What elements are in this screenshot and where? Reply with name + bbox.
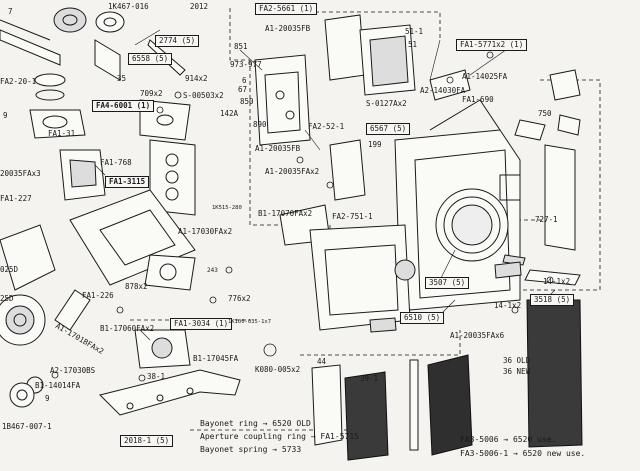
left-board-assemblies — [0, 139, 196, 408]
top-left-parts — [0, 7, 191, 141]
label-3518: 3518 (5) — [530, 294, 575, 306]
label-3507: 3507 (5) — [425, 277, 470, 289]
label-750: 750 — [538, 109, 552, 118]
label-fa2-52-1: FA2-52-1 — [308, 122, 345, 131]
label-51: 51 — [408, 40, 418, 49]
note-aperture-coupling-ring: Aperture coupling ring → FA1-5715 — [200, 432, 359, 441]
label-14-1x2-a: 14-1x2 — [543, 277, 571, 286]
label-fa2-5661: FA2-5661 (1) — [255, 3, 318, 15]
note-part-code: 6520 OLD — [272, 419, 311, 428]
label-727-1: 727-1 — [535, 215, 558, 224]
label-44: 44 — [317, 357, 327, 366]
label-fa2-751-1: FA2-751-1 — [332, 212, 373, 221]
label-20035fax3: 20035FAx3 — [0, 169, 41, 178]
note-part-code: FA1-5715 — [320, 432, 359, 441]
label-2018-1: 2018-1 (5) — [120, 435, 174, 447]
label-7: 7 — [8, 7, 13, 16]
note-bayonet-spring: Bayonet spring → 5733 — [200, 445, 302, 454]
label-a2-14030fa: A2-14030FA — [420, 86, 466, 95]
label-a1-20035fb-mid: A1-20035FB — [255, 144, 301, 153]
screws — [51, 51, 554, 382]
bayonet-lever — [99, 369, 241, 416]
label-38-1: 38-1 — [147, 372, 166, 381]
label-851: 851 — [234, 42, 248, 51]
note-part-name: FA3-5006-1 — [460, 449, 509, 458]
label-973-977: 973-977 — [230, 60, 262, 69]
label-890: 890 — [253, 120, 267, 129]
label-142a: 142A — [220, 109, 239, 118]
note-part-code: 6520 new use. — [522, 449, 586, 458]
label-b1-14014fa: B1-14014FA — [35, 381, 81, 390]
label-9b: 9 — [3, 111, 8, 120]
label-a2-17030bs: A2-17030BS — [50, 366, 96, 375]
camera-body — [309, 69, 521, 331]
label-1k100: 1K100-035-1x7 — [228, 319, 272, 325]
label-1k467-016: 1K467-016 — [108, 2, 149, 11]
label-67: 67 — [238, 85, 248, 94]
note-part-code: 6520 use. — [512, 435, 557, 444]
label-a1-20035fax6: A1-20035FAx6 — [450, 331, 505, 340]
label-2012: 2012 — [190, 2, 209, 11]
label-fa1-3115: FA1-3115 — [105, 176, 150, 188]
note-part-name: FA3-5006 — [460, 435, 499, 444]
label-776x2: 776x2 — [228, 294, 251, 303]
label-1k515-280: 1K515-280 — [212, 205, 242, 211]
label-878x2: 878x2 — [125, 282, 148, 291]
note-fa3-5006-1: FA3-5006-1 → 6520 new use. — [460, 449, 586, 458]
label-1b467: 1B467-007-1 — [2, 422, 52, 431]
label-a1-20035fa: A1-20035FAx2 — [265, 167, 320, 176]
note-part-name: Bayonet spring — [200, 445, 268, 454]
label-b1-17070fax2: B1-17070FAx2 — [258, 209, 313, 218]
label-025d: 025D — [0, 265, 19, 274]
label-36-new: 36 NEW — [503, 367, 531, 376]
label-fa1-3034: FA1-3034 (1) — [170, 318, 233, 330]
label-709x2: 709x2 — [140, 89, 163, 98]
label-fa1-31: FA1-31 — [48, 129, 76, 138]
label-fa1-768: FA1-768 — [100, 158, 132, 167]
label-6567: 6567 (5) — [366, 123, 411, 135]
note-fa3-5006: FA3-5006 → 6520 use. — [460, 435, 557, 444]
note-part-name: Bayonet ring — [200, 419, 258, 428]
label-9: 9 — [45, 394, 50, 403]
label-s-00503x2: S-00503x2 — [183, 91, 224, 100]
label-a1-17030fax2: A1-17030FAx2 — [178, 227, 233, 236]
label-6558: 6558 (5) — [128, 53, 173, 65]
note-part-name: Aperture coupling ring — [200, 432, 306, 441]
label-a1-20035fb-top: A1-20035FB — [265, 24, 311, 33]
label-35: 35 — [117, 74, 127, 83]
note-bayonet-ring: Bayonet ring → 6520 OLD — [200, 419, 311, 428]
label-6: 6 — [242, 76, 247, 85]
label-51-1: 51-1 — [405, 27, 424, 36]
label-fa1-226: FA1-226 — [82, 291, 114, 300]
leatherette-panels — [311, 261, 583, 461]
label-39-1: 39-1 — [360, 374, 379, 383]
label-fa2-20-1: FA2-20-1 — [0, 77, 37, 86]
label-25d: 25D — [0, 294, 14, 303]
right-side-parts — [502, 69, 581, 286]
shutter-mechanism — [254, 14, 416, 246]
note-part-code: 5733 — [281, 445, 302, 454]
label-fa1-227: FA1-227 — [0, 194, 32, 203]
label-fa1-5771: FA1-5771x2 (1) — [456, 39, 528, 51]
label-b1-17045fa: B1-17045FA — [193, 354, 239, 363]
label-243: 243 — [207, 267, 218, 274]
label-k080-005x2: K080-005x2 — [255, 365, 301, 374]
label-850: 850 — [240, 97, 254, 106]
label-14-1x2-b: 14-1x2 — [494, 301, 522, 310]
label-914x2: 914x2 — [185, 74, 208, 83]
label-36-old: 36 OLD — [503, 356, 531, 365]
label-6510: 6510 (5) — [400, 312, 445, 324]
label-2774: 2774 (5) — [155, 35, 200, 47]
label-a1-14025fa: A1-14025FA — [462, 72, 508, 81]
label-s-0127ax2: S-0127Ax2 — [366, 99, 407, 108]
label-199: 199 — [368, 140, 382, 149]
label-b1-17060fax2: B1-17060FAx2 — [100, 324, 155, 333]
label-fa4-6001: FA4-6001 (1) — [92, 100, 155, 112]
label-fa1-690: FA1-690 — [462, 95, 494, 104]
